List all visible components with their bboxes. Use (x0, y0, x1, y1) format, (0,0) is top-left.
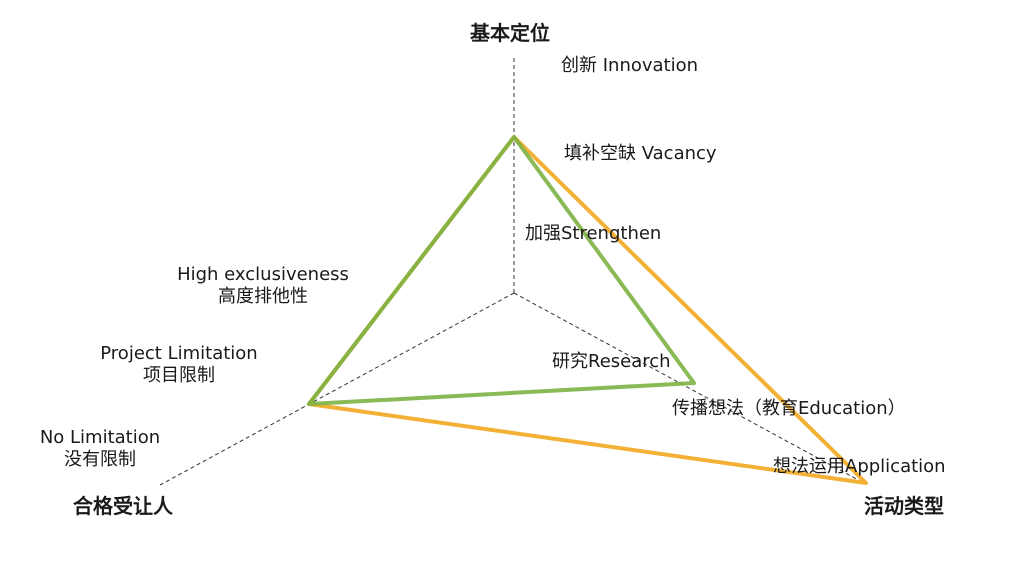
level-innovation: 创新 Innovation (561, 55, 699, 76)
axis-title-activity: 活动类型 (864, 494, 944, 518)
orange-triangle (307, 135, 868, 485)
axis-line-activity (513, 292, 863, 483)
axis-title-recipient: 合格受让人 (73, 494, 173, 518)
level-application: 想法运用Application (773, 456, 946, 477)
level-high-zh: 高度排他性 (218, 285, 308, 307)
level-high-exclusiveness: High exclusiveness 高度排他性 (174, 264, 352, 307)
level-project-limitation: Project Limitation 项目限制 (96, 343, 262, 386)
level-project-zh: 项目限制 (143, 364, 215, 386)
axis-line-recipient (159, 292, 515, 486)
level-project-en: Project Limitation (100, 343, 258, 364)
level-none-zh: 没有限制 (64, 448, 136, 470)
axis-title-positioning: 基本定位 (470, 21, 550, 45)
level-no-limitation: No Limitation 没有限制 (36, 427, 164, 470)
level-vacancy: 填补空缺 Vacancy (564, 143, 717, 164)
level-education: 传播想法（教育Education） (672, 398, 906, 419)
level-high-en: High exclusiveness (177, 264, 349, 285)
level-strengthen: 加强Strengthen (525, 223, 662, 244)
level-research: 研究Research (552, 351, 671, 372)
level-none-en: No Limitation (39, 427, 161, 448)
green-triangle (307, 135, 696, 406)
